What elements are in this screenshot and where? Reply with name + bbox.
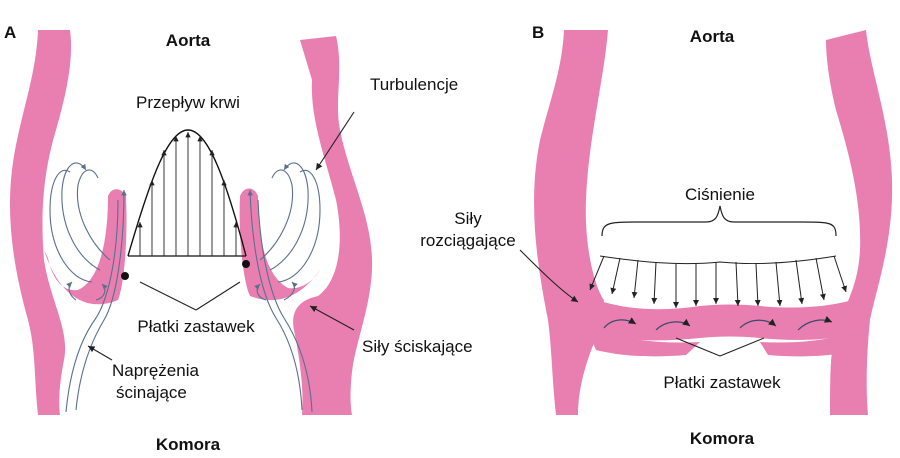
panel-b: B [420, 23, 893, 448]
panel-b-valve-leaflets-label: Płatki zastawek [663, 373, 781, 392]
panel-a-left-hinge-point [121, 272, 129, 280]
panel-a-right-hinge-point [242, 260, 250, 268]
panel-a-velocity-profile [127, 129, 247, 257]
panel-b-bottom-right [760, 326, 864, 357]
panel-b-left-wall [534, 30, 608, 415]
panel-b-pressure-arrow-base [599, 255, 837, 265]
panel-b-letter: B [532, 23, 544, 42]
panel-b-aorta-label: Aorta [690, 27, 735, 46]
panel-a-compressive-forces-label: Siły ściskające [362, 337, 473, 356]
panel-b-tensile-forces-label-line1: Siły [454, 209, 482, 228]
panel-b-right-wall [826, 30, 893, 415]
panel-a-pointer-lines [87, 111, 355, 361]
panel-a: A [4, 23, 473, 454]
panel-b-chamber-label: Komora [690, 429, 755, 448]
panel-a-valve-leaflets-label: Płatki zastawek [137, 317, 255, 336]
panel-b-pressure-brace [601, 205, 837, 237]
panel-a-left-wall [9, 30, 72, 415]
panel-a-shear-stress-label-line2: ścinające [116, 383, 187, 402]
panel-b-pressure-label: Ciśnienie [685, 185, 755, 204]
panel-a-turbulence-label: Turbulencje [370, 75, 458, 94]
panel-a-right-wall [293, 36, 373, 415]
panel-a-letter: A [4, 23, 16, 42]
panel-b-pointer-lines [519, 249, 765, 357]
panel-b-bottom-left [586, 326, 700, 357]
panel-b-pressure-arrows [589, 255, 847, 308]
panel-b-tensile-forces-label-line2: rozciągające [420, 231, 515, 250]
panel-b-tension-arrows [603, 315, 833, 331]
panel-a-shear-stress-label-line1: Naprężenia [112, 361, 199, 380]
panel-a-chamber-label: Komora [156, 435, 221, 454]
panel-a-flow-lines [49, 162, 321, 413]
panel-a-blood-flow-label: Przepływ krwi [136, 93, 240, 112]
panel-a-aorta-label: Aorta [166, 31, 211, 50]
panel-b-leaflets [586, 296, 864, 341]
panel-a-left-cusp [44, 189, 127, 305]
